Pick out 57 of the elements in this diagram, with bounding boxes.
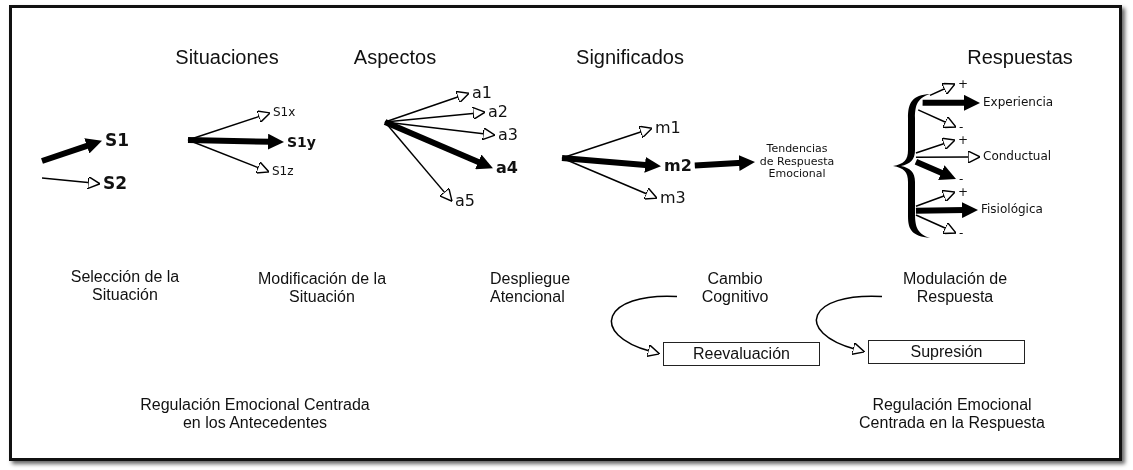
arrow <box>384 121 453 202</box>
response-type-label: Experiencia <box>983 96 1054 110</box>
column-heading: Significados <box>575 46 685 69</box>
aspect-label: a2 <box>488 103 508 122</box>
arrow <box>383 119 493 170</box>
response-tendency-label: Tendencias de Respuesta Emocional <box>758 143 836 181</box>
arrow <box>694 154 755 171</box>
arrow <box>187 139 270 174</box>
strategy-label: Selección de la Situación <box>69 268 181 305</box>
arrow <box>915 202 978 219</box>
sign-label: + <box>958 186 969 198</box>
arrow <box>41 175 101 190</box>
arrow <box>187 133 284 150</box>
category-label: Regulación Emocional Centrada en la Respuesta <box>858 396 1046 433</box>
arrow <box>914 158 956 180</box>
arrow <box>922 94 980 111</box>
response-type-label: Fisiológica <box>981 203 1043 217</box>
sign-label: - <box>959 227 964 239</box>
arrow <box>561 157 658 200</box>
column-heading: Situaciones <box>174 46 280 69</box>
situation-variant-label: S1y <box>287 134 316 151</box>
sign-label: + <box>958 134 969 146</box>
situation-variant-label: S1x <box>273 106 296 120</box>
aspect-label: a1 <box>472 84 492 103</box>
aspect-label: a5 <box>455 192 475 211</box>
category-label: Regulación Emocional Centrada en los Antecedentes <box>139 396 371 433</box>
situation-label: S1 <box>105 131 130 151</box>
strategy-box: Reevaluación <box>663 342 820 367</box>
arrow <box>41 138 102 164</box>
arrow <box>561 155 661 173</box>
situation-label: S2 <box>103 174 128 194</box>
arrow <box>915 189 956 208</box>
sign-label: + <box>958 78 969 90</box>
strategy-label: Cambio Cognitivo <box>680 270 790 307</box>
arrow <box>929 82 956 97</box>
aspect-label: a4 <box>496 159 518 178</box>
curved-arrow <box>610 295 678 357</box>
situation-variant-label: S1z <box>272 165 294 179</box>
curved-arrow <box>815 295 883 355</box>
column-heading: Aspectos <box>352 46 438 69</box>
bracket <box>893 94 930 238</box>
meaning-label: m1 <box>655 119 681 138</box>
arrow <box>915 137 956 154</box>
meaning-label: m2 <box>664 157 692 176</box>
sign-label: - <box>959 121 964 133</box>
arrow <box>917 109 957 129</box>
response-type-label: Conductual <box>983 150 1052 164</box>
strategy-label: Despliegue Atencional <box>490 270 572 307</box>
strategy-label: Modificación de la Situación <box>256 270 388 307</box>
column-heading: Respuestas <box>966 46 1074 69</box>
sign-label: - <box>959 173 964 185</box>
arrow <box>915 150 981 164</box>
aspect-label: a3 <box>498 126 518 145</box>
meaning-label: m3 <box>660 189 686 208</box>
arrow <box>915 214 957 235</box>
strategy-label: Modulación de Respuesta <box>885 270 1025 307</box>
strategy-box: Supresión <box>868 340 1025 365</box>
